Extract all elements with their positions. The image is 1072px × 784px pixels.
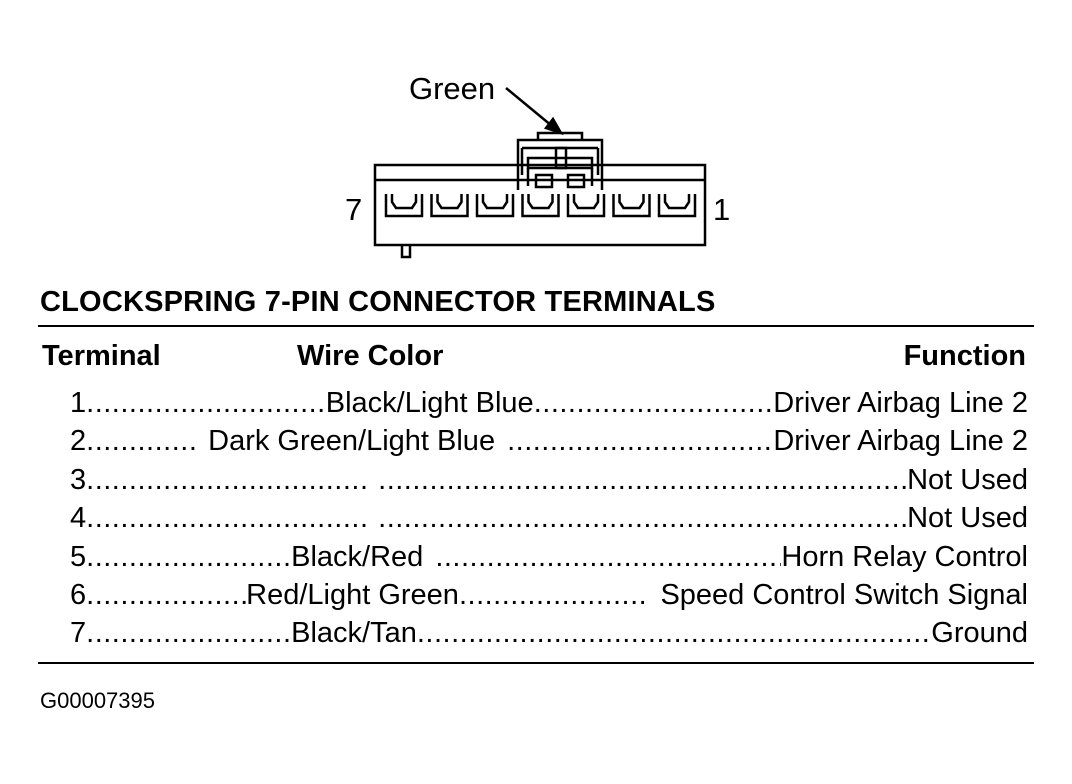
function: Driver Airbag Line 2	[773, 425, 1028, 458]
terminal-table: 1 Black/Light Blue Driver Airbag Line 2 …	[70, 384, 1028, 653]
callout-label-green: Green	[409, 71, 496, 106]
wire-color: Black/Tan	[291, 617, 417, 650]
pin-label-left: 7	[345, 192, 363, 227]
table-row: 5 Black/Red Horn Relay Control	[70, 538, 1028, 576]
terminal-number: 1	[70, 387, 87, 419]
function: Not Used	[907, 502, 1028, 535]
wire-color: Black/Light Blue	[325, 387, 534, 419]
connector-body	[373, 163, 707, 247]
column-header-terminal: Terminal	[42, 340, 161, 372]
table-row: 7 Black/Tan Ground	[70, 614, 1028, 652]
terminal-number: 7	[70, 617, 87, 650]
table-row: 6 Red/Light Green Speed Control Switch S…	[70, 576, 1028, 614]
function: Speed Control Switch Signal	[660, 578, 1028, 611]
callout-leader-line	[505, 87, 553, 127]
table-row: 3 Not Used	[70, 461, 1028, 499]
terminal-number: 6	[70, 578, 87, 611]
table-row: 4 Not Used	[70, 499, 1028, 537]
function: Horn Relay Control	[781, 540, 1028, 573]
column-header-function: Function	[903, 340, 1026, 372]
terminal-cavity	[657, 194, 697, 218]
figure-id: G00007395	[40, 688, 155, 713]
terminal-cavity	[475, 194, 515, 218]
callout-arrowhead	[543, 116, 564, 136]
terminal-number: 3	[70, 463, 87, 496]
column-header-wire-color: Wire Color	[297, 340, 444, 372]
terminal-cavity	[430, 194, 469, 218]
function: Ground	[931, 617, 1028, 650]
terminal-number: 4	[70, 502, 87, 535]
function: Not Used	[907, 463, 1028, 496]
table-row: 1 Black/Light Blue Driver Airbag Line 2	[70, 384, 1028, 422]
divider-top	[38, 325, 1034, 327]
terminal-number: 2	[70, 425, 87, 458]
pin-label-right: 1	[713, 192, 731, 227]
terminal-cavity	[566, 194, 606, 218]
connector-key-tab	[400, 245, 412, 259]
connector-latch	[516, 138, 604, 190]
table-row: 2 Dark Green/Light Blue Driver Airbag Li…	[70, 422, 1028, 460]
wire-color: Black/Red	[291, 540, 424, 573]
terminal-cavity	[521, 194, 560, 218]
terminal-number: 5	[70, 540, 87, 573]
wire-color: Red/Light Green	[246, 578, 459, 611]
divider-bottom	[38, 662, 1034, 664]
function: Driver Airbag Line 2	[773, 387, 1028, 419]
wire-color: Dark Green/Light Blue	[208, 425, 496, 458]
terminal-cavity	[384, 194, 424, 218]
terminal-cavity	[612, 194, 651, 218]
table-title: CLOCKSPRING 7-PIN CONNECTOR TERMINALS	[40, 286, 716, 318]
